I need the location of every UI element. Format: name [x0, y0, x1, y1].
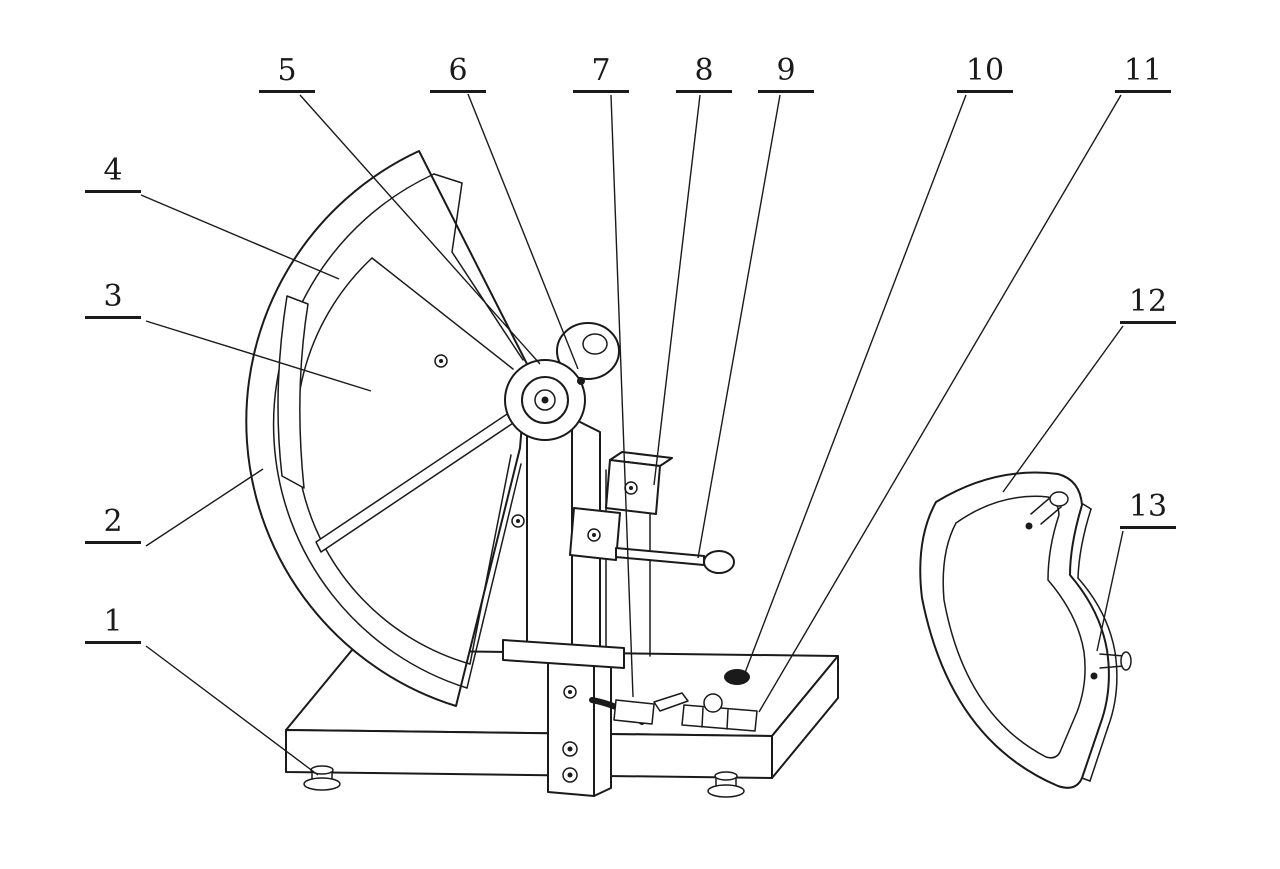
callout-9-number: 9: [776, 53, 796, 88]
upper-clamp: [605, 459, 661, 515]
weight-pin-right: [1090, 651, 1132, 680]
leader-2: [145, 468, 264, 547]
leader-11: [758, 94, 1122, 713]
foot-left: [303, 765, 341, 791]
pendulum-sector: [245, 150, 544, 707]
callout-12-number: 12: [1128, 284, 1168, 319]
base-mounted-parts: [613, 669, 758, 732]
callout-11: 11: [1115, 53, 1171, 93]
pendulum-hub: [504, 322, 620, 441]
leader-9: [697, 94, 781, 559]
callout-7: 7: [573, 53, 629, 93]
handle-rod: [615, 547, 705, 566]
leader-1: [145, 645, 319, 776]
callout-6: 6: [430, 53, 486, 93]
leader-6: [467, 93, 579, 370]
handle-ball: [703, 550, 735, 574]
callout-8-number: 8: [694, 53, 714, 88]
callout-5: 5: [259, 53, 315, 93]
leader-lines: [140, 93, 1124, 776]
callout-3-number: 3: [103, 279, 123, 314]
callout-10: 10: [957, 53, 1013, 93]
inner-panel: [295, 257, 471, 665]
callout-4: 4: [85, 153, 141, 193]
callout-1: 1: [85, 604, 141, 644]
auxiliary-weight-sector: [919, 471, 1132, 789]
fixed-clamp-base: [681, 704, 758, 732]
leader-8: [653, 94, 701, 486]
release-knob: [724, 669, 750, 685]
callout-2-number: 2: [103, 504, 123, 539]
callout-3: 3: [85, 279, 141, 319]
callout-8: 8: [676, 53, 732, 93]
leader-12: [1002, 325, 1124, 493]
knife-blade: [653, 692, 689, 712]
callout-9: 9: [758, 53, 814, 93]
leader-3: [145, 320, 372, 392]
callout-7-number: 7: [591, 53, 611, 88]
callout-2: 2: [85, 504, 141, 544]
foot-right: [707, 771, 745, 798]
leader-4: [140, 194, 340, 280]
callout-12: 12: [1120, 284, 1176, 324]
leader-7: [610, 94, 634, 698]
callout-1-number: 1: [103, 604, 123, 639]
leader-13: [1096, 530, 1124, 652]
leveling-feet: [303, 765, 745, 798]
clamp-assembly: [569, 451, 735, 574]
callout-13: 13: [1120, 489, 1176, 529]
callout-11-number: 11: [1123, 53, 1163, 88]
pointer-stop-pin: [577, 377, 585, 385]
callout-13-number: 13: [1128, 489, 1168, 524]
callout-4-number: 4: [103, 153, 123, 188]
callout-10-number: 10: [965, 53, 1005, 88]
clamp-ball: [703, 693, 723, 713]
rim-slot: [277, 295, 309, 489]
leader-10: [742, 94, 967, 679]
callout-5-number: 5: [277, 53, 297, 88]
leader-5: [299, 94, 541, 365]
weight-pin-top: [1025, 491, 1069, 530]
callout-6-number: 6: [448, 53, 468, 88]
